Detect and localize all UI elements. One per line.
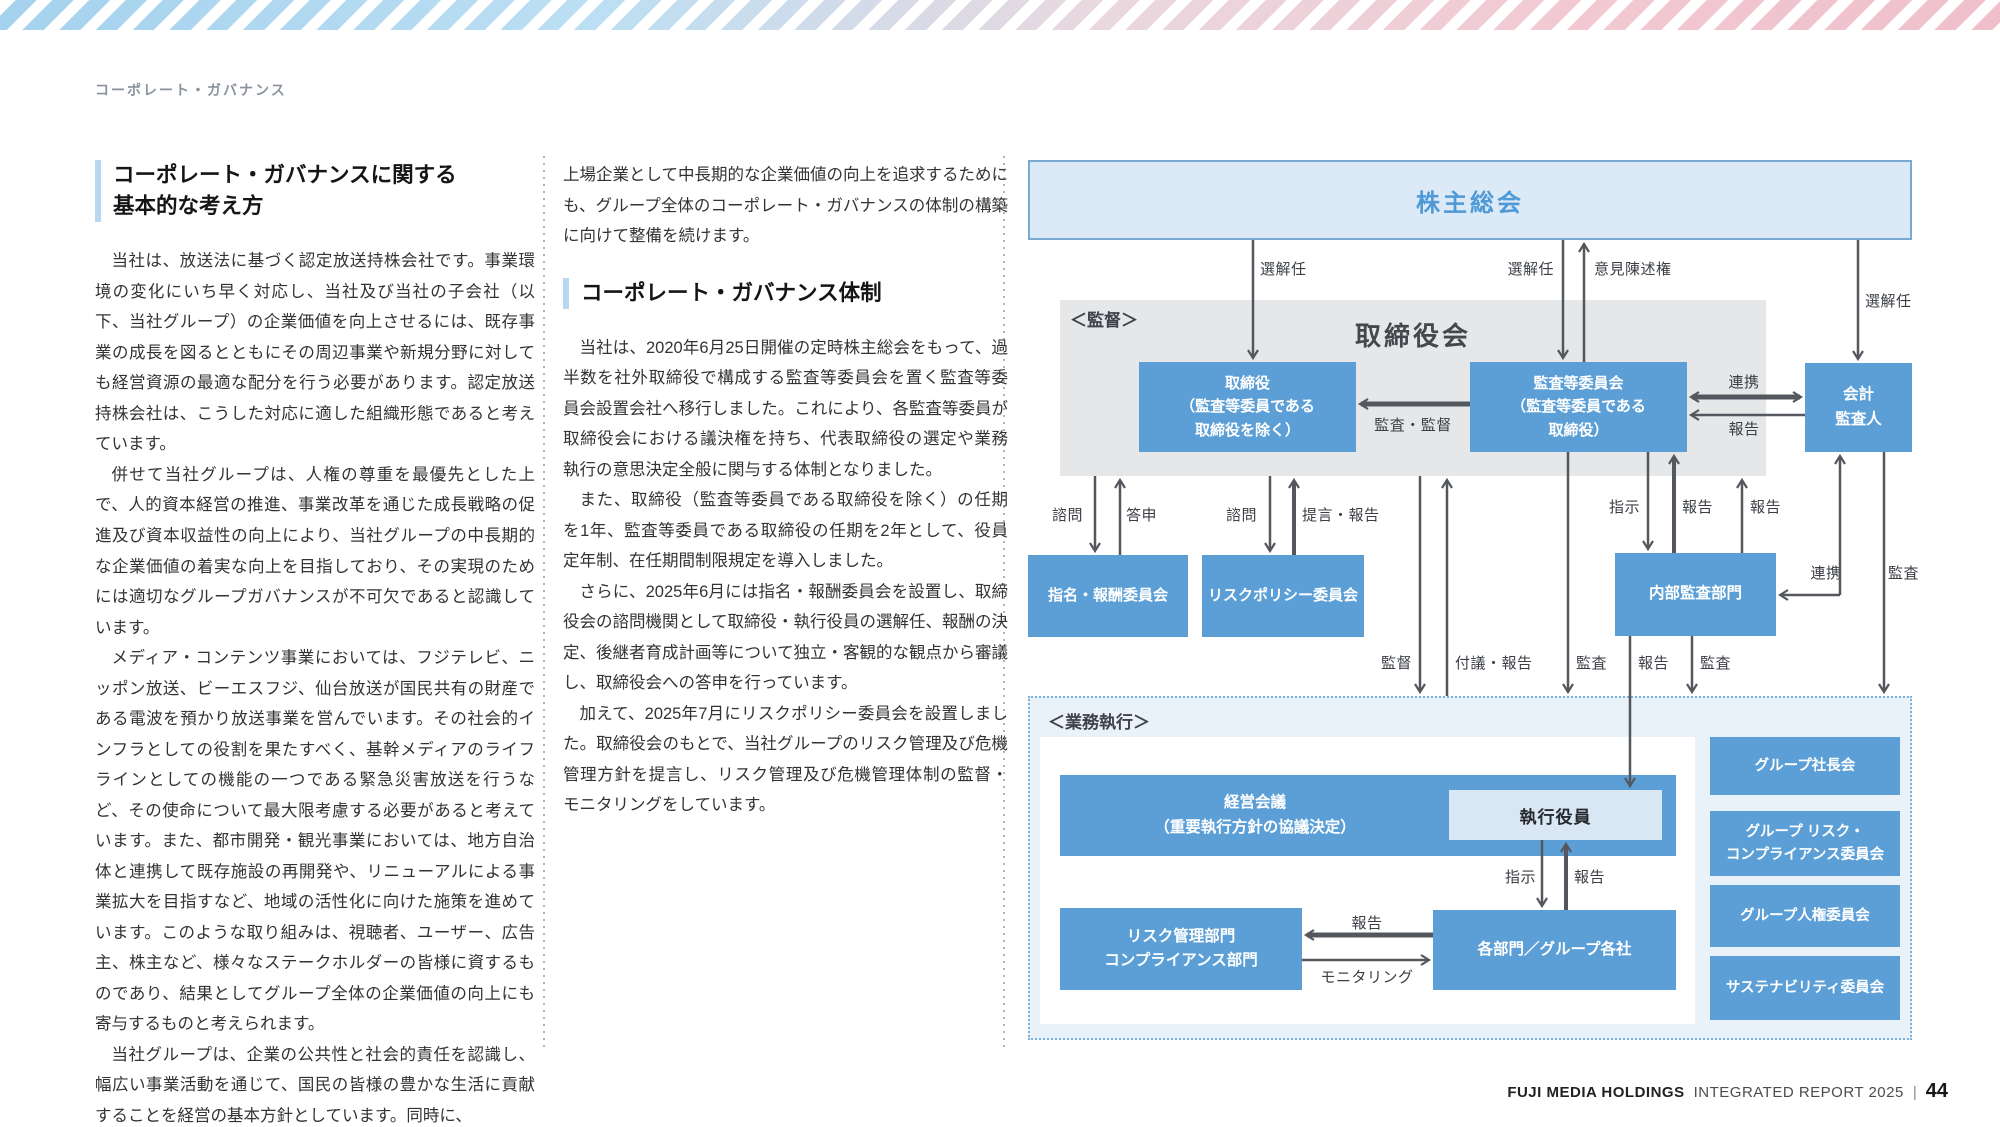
arrow-label-appointment: 選解任 xyxy=(1507,261,1554,278)
footer-brand: FUJI MEDIA HOLDINGS xyxy=(1507,1084,1685,1101)
arrow-label-report: 報告 xyxy=(1574,869,1606,886)
page-number: 44 xyxy=(1925,1080,1948,1102)
arrow-label-report: 報告 xyxy=(1728,421,1760,438)
risk-policy-committee-box: リスクポリシー委員会 xyxy=(1202,555,1364,637)
body-paragraph: さらに、2025年6月には指名・報酬委員会を設置し、取締役会の諮問機関として取締… xyxy=(563,582,1009,693)
group-presidents-box: グループ社長会 xyxy=(1710,737,1900,795)
management-meeting-text: 経営会議 （重要執行方針の協議決定） xyxy=(1060,791,1450,839)
heading-text: コーポレート・ガバナンス体制 xyxy=(581,280,882,305)
shareholders-meeting-box: 株主総会 xyxy=(1028,160,1912,240)
arrow-label-recommendation: 答申 xyxy=(1126,507,1158,524)
directors-line1: 取締役 xyxy=(1224,375,1270,393)
arrow-label-report: 報告 xyxy=(1682,499,1714,516)
supervision-label: ＜監督＞ xyxy=(1070,311,1138,330)
management-meeting-line1: 経営会議 xyxy=(1223,794,1286,812)
arrow-label-report: 報告 xyxy=(1750,499,1782,516)
arrow-label-consultation: 諮問 xyxy=(1226,507,1258,524)
audit-committee-line1: 監査等委員会 xyxy=(1533,375,1624,393)
arrow-label-opinion-statement: 意見陳述権 xyxy=(1594,261,1672,278)
heading-line1: コーポレート・ガバナンスに関する xyxy=(113,163,457,187)
column-divider xyxy=(543,156,545,1048)
decorative-stripe-banner xyxy=(0,0,2000,30)
heading-text: コーポレート・ガバナンスに関する 基本的な考え方 xyxy=(113,160,457,222)
arrow-label-monitoring: モニタリング xyxy=(1320,969,1414,986)
body-paragraph: また、取締役（監査等委員である取締役を除く）の任期を1年、監査等委員である取締役… xyxy=(563,491,1008,571)
arrow-label-report: 報告 xyxy=(1638,655,1670,672)
audit-committee-line3: 取締役） xyxy=(1548,421,1609,439)
arrow-label-audit: 監査 xyxy=(1700,655,1732,672)
arrow-label-cooperation: 連携 xyxy=(1728,374,1760,391)
arrow-label-supervision: 監督 xyxy=(1380,655,1412,672)
nomination-committee-box: 指名・報酬委員会 xyxy=(1028,555,1188,637)
management-meeting-line2: （重要執行方針の協議決定） xyxy=(1154,818,1356,836)
audit-committee-line2: （監査等委員である xyxy=(1511,398,1646,416)
accounting-auditor-line2: 監査人 xyxy=(1835,410,1882,428)
body-paragraph: 当社グループは、企業の公共性と社会的責任を認識し、幅広い事業活動を通じて、国民の… xyxy=(95,1045,535,1125)
executive-officers-box: 執行役員 xyxy=(1449,790,1662,840)
body-paragraph: 当社は、放送法に基づく認定放送持株会社です。事業環境の変化にいち早く対応し、当社… xyxy=(95,252,535,454)
arrow-label-instruction: 指示 xyxy=(1608,499,1640,516)
arrow-label-appointment: 選解任 xyxy=(1865,293,1912,310)
body-paragraph: メディア・コンテンツ事業においては、フジテレビ、ニッポン放送、ビーエスフジ、仙台… xyxy=(95,649,535,1034)
body-paragraph-continuation: 上場企業として中長期的な企業価値の向上を追求するためにも、グループ全体のコーポレ… xyxy=(563,166,1009,246)
section-heading-governance-structure: コーポレート・ガバナンス体制 xyxy=(563,277,1008,309)
directors-line3: 取締役を除く） xyxy=(1194,421,1300,439)
arrow-label-report: 報告 xyxy=(1351,915,1383,932)
directors-line2: （監査等委員である xyxy=(1180,398,1315,416)
body-paragraph: 当社は、2020年6月25日開催の定時株主総会をもって、過半数を社外取締役で構成… xyxy=(563,338,1009,479)
governance-structure-diagram: 株主総会 ＜監督＞ 取締役会 取締役 （監査等委員である 取締役を除く） 監査等… xyxy=(1028,160,1919,1042)
arrow-label-proposal-report: 提言・報告 xyxy=(1302,507,1380,524)
left-column: コーポレート・ガバナンスに関する 基本的な考え方 当社は、放送法に基づく認定放送… xyxy=(95,160,535,1127)
arrow-label-audit-supervision: 監査・監督 xyxy=(1374,417,1452,434)
footer-report-title: INTEGRATED REPORT 2025 xyxy=(1693,1084,1904,1101)
risk-management-box: リスク管理部門 コンプライアンス部門 xyxy=(1060,908,1302,990)
section-heading-basic-policy: コーポレート・ガバナンスに関する 基本的な考え方 xyxy=(95,160,535,223)
footer-divider: | xyxy=(1912,1084,1917,1101)
arrow-label-appointment: 選解任 xyxy=(1260,261,1307,278)
page-footer: FUJI MEDIA HOLDINGS INTEGRATED REPORT 20… xyxy=(1507,1080,1948,1103)
body-paragraph: 併せて当社グループは、人権の尊重を最優先とした上で、人的資本経営の推進、事業改革… xyxy=(95,465,535,637)
group-risk-compliance-line2: コンプライアンス委員会 xyxy=(1725,846,1885,863)
audit-committee-box: 監査等委員会 （監査等委員である 取締役） xyxy=(1470,362,1687,452)
risk-management-line2: コンプライアンス部門 xyxy=(1104,952,1258,969)
risk-management-line1: リスク管理部門 xyxy=(1126,927,1236,945)
shareholders-meeting-label: 株主総会 xyxy=(1416,189,1524,217)
group-risk-compliance-line1: グループ リスク・ xyxy=(1745,824,1865,841)
sustainability-committee-box: サステナビリティ委員会 xyxy=(1710,956,1900,1020)
departments-box: 各部門／グループ各社 xyxy=(1433,910,1676,990)
internal-audit-box: 内部監査部門 xyxy=(1615,553,1776,636)
middle-column: 上場企業として中長期的な企業価値の向上を追求するためにも、グループ全体のコーポレ… xyxy=(563,160,1008,821)
arrow-label-instruction: 指示 xyxy=(1504,869,1536,886)
section-kicker: コーポレート・ガバナンス xyxy=(95,82,287,98)
directors-box: 取締役 （監査等委員である 取締役を除く） xyxy=(1139,362,1356,452)
heading-accent-bar xyxy=(95,160,101,223)
arrow-label-consultation: 諮問 xyxy=(1052,507,1084,524)
arrow-label-submission-report: 付議・報告 xyxy=(1455,655,1533,672)
accounting-auditor-box: 会計 監査人 xyxy=(1805,363,1912,452)
arrow-label-audit: 監査 xyxy=(1576,655,1608,672)
heading-line2: 基本的な考え方 xyxy=(113,194,264,219)
board-of-directors-title: 取締役会 xyxy=(1354,321,1471,351)
business-execution-label: ＜業務執行＞ xyxy=(1048,713,1150,732)
arrow-label-audit: 監査 xyxy=(1888,565,1920,582)
arrow-label-cooperation: 連携 xyxy=(1810,565,1842,582)
group-human-rights-box: グループ人権委員会 xyxy=(1710,885,1900,947)
body-paragraph: 加えて、2025年7月にリスクポリシー委員会を設置しました。取締役会のもとで、当… xyxy=(563,704,1008,815)
group-risk-compliance-box: グループ リスク・ コンプライアンス委員会 xyxy=(1710,811,1900,876)
accounting-auditor-line1: 会計 xyxy=(1842,386,1874,404)
heading-accent-bar xyxy=(563,277,569,309)
column-divider xyxy=(1003,156,1005,1048)
